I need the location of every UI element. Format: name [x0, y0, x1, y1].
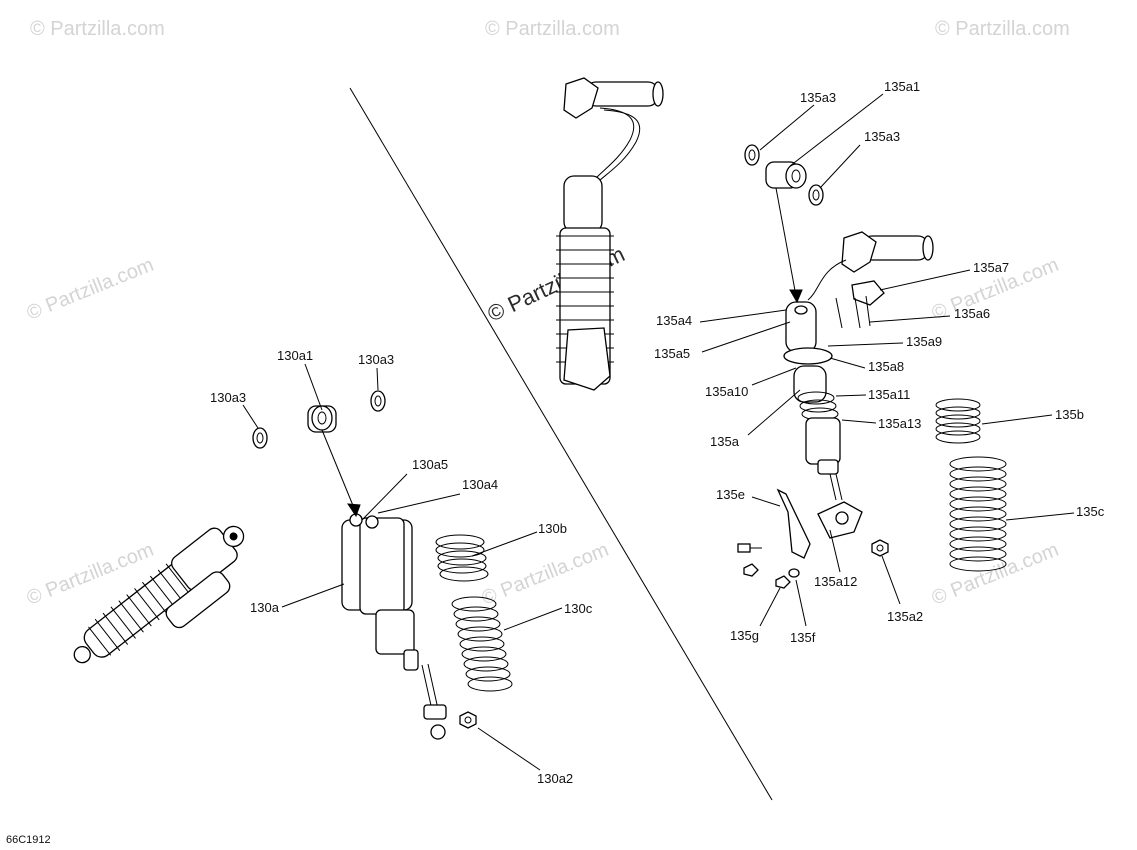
callout-135a3-mid: 135a3 [864, 129, 900, 144]
bushing-130a1 [252, 390, 386, 449]
callout-130a3-left: 130a3 [210, 390, 246, 405]
callout-130a5: 130a5 [412, 457, 448, 472]
watermark: © Partzilla.com [30, 18, 165, 40]
callout-130a: 130a [250, 600, 280, 615]
callout-135a6: 135a6 [954, 306, 990, 321]
shock-body-135a [783, 301, 863, 539]
callout-135b: 135b [1055, 407, 1084, 422]
watermark: © Partzilla.com [24, 254, 157, 325]
diagram-code: 66C1912 [6, 834, 51, 846]
callout-135c: 135c [1076, 504, 1105, 519]
watermark: © Partzilla.com [935, 18, 1070, 40]
hardware-135g-135f [737, 543, 800, 589]
spring-135b [935, 398, 981, 444]
shock-body-130a [341, 513, 447, 740]
callout-135a9: 135a9 [906, 334, 942, 349]
bushing-135a1 [744, 144, 824, 206]
nut-135a2 [871, 539, 889, 557]
spring-130b [435, 534, 489, 582]
callout-130a1: 130a1 [277, 348, 313, 363]
callout-135a11: 135a11 [868, 387, 910, 402]
spring-135c [949, 456, 1007, 572]
callout-135a8: 135a8 [868, 359, 904, 374]
callout-135a: 135a [710, 434, 740, 449]
shock-assembly-left-illustration [73, 525, 245, 664]
bracket-135e [776, 488, 811, 559]
callout-135f: 135f [790, 630, 816, 645]
leader-lines-right [699, 93, 1075, 627]
watermark: © Partzilla.com [479, 539, 612, 610]
reservoir-135a7 [807, 231, 934, 329]
callout-135a10: 135a10 [705, 384, 748, 399]
callout-135a1: 135a1 [884, 79, 920, 94]
watermark: © Partzilla.com [485, 18, 620, 40]
callout-135a4: 135a4 [656, 313, 692, 328]
leader-lines-left [242, 363, 563, 771]
callout-135a3-top: 135a3 [800, 90, 836, 105]
callout-135a5: 135a5 [654, 346, 690, 361]
callout-135a7: 135a7 [973, 260, 1009, 275]
callout-130b: 130b [538, 521, 567, 536]
spring-130c [451, 596, 513, 692]
shock-assembly-right-illustration [556, 77, 664, 391]
callout-130a4: 130a4 [462, 477, 498, 492]
callout-130a3-right: 130a3 [358, 352, 394, 367]
nut-130a2 [459, 711, 477, 729]
callout-130a2: 130a2 [537, 771, 573, 786]
callout-135a2: 135a2 [887, 609, 923, 624]
callout-135a12: 135a12 [814, 574, 857, 589]
divider-line [349, 87, 773, 801]
callout-135a13: 135a13 [878, 416, 921, 431]
callout-135e: 135e [716, 487, 745, 502]
callout-130c: 130c [564, 601, 593, 616]
callout-135g: 135g [730, 628, 759, 643]
